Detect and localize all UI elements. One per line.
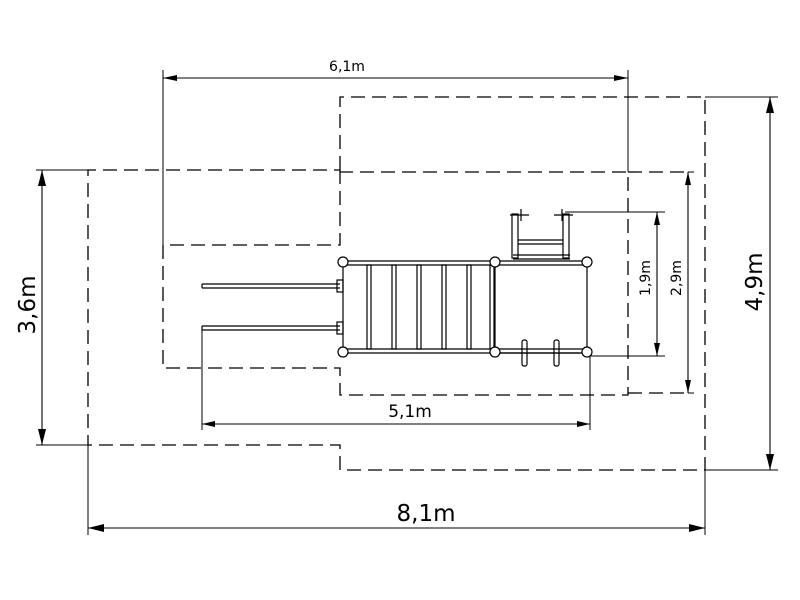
monkey-bars-rungs xyxy=(366,264,495,350)
outer-zone-width-label: 8,1m xyxy=(397,501,456,527)
playground-equipment xyxy=(201,209,593,367)
safety-zones xyxy=(87,96,706,471)
extension-lines xyxy=(36,70,778,535)
equipment-depth-label: 1,9m xyxy=(638,260,654,296)
dimension-lines xyxy=(38,75,774,532)
left-zone-depth-label: 3,6m xyxy=(15,276,41,335)
top-ladder-frame xyxy=(510,209,573,260)
inner-zone-depth-label: 2,9m xyxy=(669,260,685,296)
outer-safety-zone xyxy=(87,96,706,471)
inner-safety-zone xyxy=(162,170,629,396)
inner-zone-width-label: 6,1m xyxy=(329,59,365,75)
bottom-handles xyxy=(500,339,580,367)
equipment-length-label: 5,1m xyxy=(388,402,432,422)
dimension-labels: 6,1m 8,1m 5,1m 3,6m 4,9m 1,9m 2,9m xyxy=(15,59,768,527)
frame-posts xyxy=(337,256,593,358)
left-extension-bars xyxy=(201,279,344,335)
outer-zone-depth-label: 4,9m xyxy=(742,253,768,312)
